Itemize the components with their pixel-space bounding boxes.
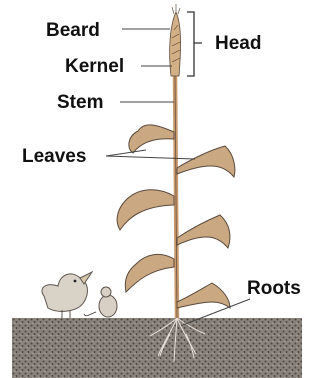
- soil: [12, 318, 302, 378]
- leaves-leader-line-upper: [106, 150, 146, 156]
- leaves-leader-line-lower: [106, 156, 195, 159]
- head-label: Head: [215, 34, 261, 53]
- beard-label: Beard: [46, 21, 100, 40]
- head-bracket: [187, 12, 202, 76]
- roots-label: Roots: [247, 279, 301, 298]
- mouse-illustration: [84, 287, 117, 317]
- stem-label: Stem: [57, 93, 103, 112]
- leaves-label: Leaves: [22, 147, 86, 166]
- kernel-label: Kernel: [65, 57, 124, 76]
- bird-illustration: [42, 272, 92, 318]
